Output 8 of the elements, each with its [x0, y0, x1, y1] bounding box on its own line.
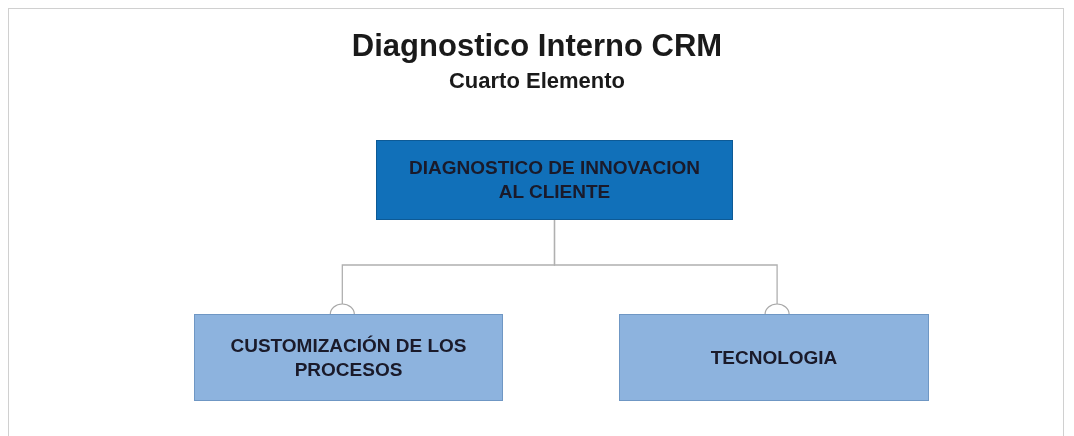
org-box — [376, 140, 733, 220]
box-label: DIAGNOSTICO DE INNOVACION AL CLIENTE — [408, 156, 701, 204]
box-label: CUSTOMIZACIÓN DE LOS PROCESOS — [229, 333, 468, 382]
diagram-title: Diagnostico Interno CRM — [350, 28, 724, 64]
diagram-subtitle: Cuarto Elemento — [448, 68, 626, 94]
org-box — [619, 314, 929, 401]
org-box — [194, 314, 503, 401]
box-label: TECNOLOGIA — [710, 345, 838, 370]
